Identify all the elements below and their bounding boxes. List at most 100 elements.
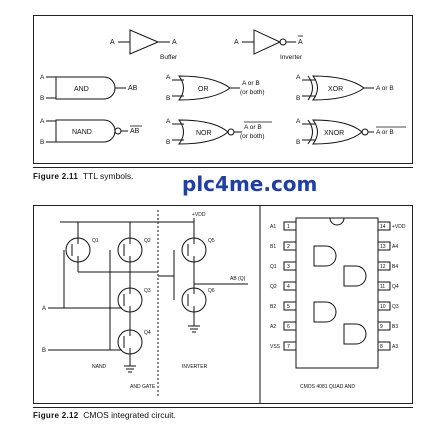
caption-212-number: Figure 2.12 (33, 411, 79, 420)
nand-gate: A B NAND AB (40, 118, 142, 146)
input-b-label: B (42, 348, 46, 354)
and-input-b: B (40, 95, 44, 102)
transistor-q5: Q5 (181, 222, 215, 284)
q6-label: Q6 (208, 288, 215, 294)
q1-label: Q1 (92, 238, 99, 244)
xor-output: A or B (376, 85, 394, 92)
nor-gate: A B NOR A or B (or both) (166, 118, 272, 146)
chip-pin-name: Q1 (270, 264, 277, 270)
q4-label: Q4 (144, 330, 151, 336)
chip-pin-number: 1 (287, 224, 290, 230)
nand-section-label: NAND (92, 364, 107, 370)
ttl-symbols-diagram: A A Buffer A A Inverter A B AND (40, 29, 406, 146)
buffer-caption: Buffer (160, 54, 178, 61)
chip-pin-name: Q4 (392, 284, 399, 290)
chip-pin-13: 13 A4 (377, 241, 398, 251)
chip-pin-3: 3 Q1 (270, 261, 297, 271)
inverter-section-label: INVERTER (182, 364, 208, 370)
nor-name: NOR (196, 130, 212, 137)
cmos-panel: +VDD Q1 Q2 (33, 205, 413, 404)
transistor-q3: Q3 (117, 272, 151, 322)
chip-pin-number: 13 (380, 244, 386, 250)
output-label: AB (Q) (230, 276, 246, 282)
or-name: OR (198, 86, 209, 93)
q3-label: Q3 (144, 288, 151, 294)
caption-212: Figure 2.12 CMOS integrated circuit. (33, 410, 176, 420)
transistor-q1: Q1 (65, 222, 99, 272)
xor-input-a: A (296, 74, 301, 81)
chip-pin-name: A2 (270, 324, 276, 330)
cmos-and-schematic: +VDD Q1 Q2 (42, 210, 248, 396)
and-gate-section-label: AND GATE (130, 384, 156, 390)
or-input-a: A (166, 74, 171, 81)
transistor-q4: Q4 (117, 322, 151, 373)
xor-name: XOR (328, 86, 343, 93)
chip-pin-5: 5B2 (270, 301, 297, 311)
chip-pin-name: B1 (270, 244, 276, 250)
and-name: AND (74, 86, 89, 93)
caption-211-text: TTL symbols. (82, 171, 134, 181)
q2-label: Q2 (144, 238, 151, 244)
vdd-label: +VDD (192, 212, 206, 218)
buffer-output-label: A (172, 39, 177, 46)
caption-rule-211 (33, 167, 413, 168)
chip-pin-number: 8 (380, 344, 383, 350)
chip-pin-9: 9 B3 (377, 321, 398, 331)
chip-pin-4: 4Q2 (270, 281, 297, 291)
chip-pin-2: 2 B1 (270, 241, 297, 251)
cmos-diagram: +VDD Q1 Q2 (42, 206, 406, 403)
chip-pin-number: 14 (380, 224, 386, 230)
nor-input-a: A (166, 118, 171, 125)
input-a-label: A (42, 306, 46, 312)
xor-gate: A B XOR A or B (296, 74, 394, 102)
transistor-q2: Q2 (117, 222, 151, 272)
chip-pin-name: A4 (392, 244, 398, 250)
chip-pin-number: 12 (380, 264, 386, 270)
q5-label: Q5 (208, 238, 215, 244)
chip-pin-name: B4 (392, 264, 398, 270)
chip-pin-number: 11 (380, 284, 385, 290)
chip-label: CMOS 4081 QUAD AND (300, 384, 355, 390)
chip-pin-name: Q3 (392, 304, 399, 310)
xnor-input-a: A (296, 118, 301, 125)
buffer-gate: A A Buffer (110, 29, 178, 61)
chip-pin-name: B3 (392, 324, 398, 330)
ttl-symbols-panel: A A Buffer A A Inverter A B AND (33, 15, 413, 164)
chip-pin-name: VSS (270, 344, 281, 350)
transistor-q6: Q6 (181, 284, 215, 333)
chip-pin-number: 3 (287, 264, 290, 270)
inverter-gate: A A Inverter (234, 29, 303, 61)
or-input-b: B (166, 95, 170, 102)
nand-input-b: B (40, 139, 44, 146)
xor-input-b: B (296, 95, 300, 102)
inverter-input-label: A (234, 39, 239, 46)
nand-name: NAND (72, 129, 92, 136)
or-output-2: (or both) (240, 89, 265, 96)
watermark: plc4me.com (182, 172, 318, 196)
or-gate: A B OR A or B (or both) (166, 74, 265, 102)
chip-pin-number: 7 (287, 344, 290, 350)
chip-pin-number: 6 (287, 324, 290, 330)
caption-211-number: Figure 2.11 (33, 172, 79, 181)
chip-pin-number: 2 (287, 244, 290, 250)
chip-pin-1: 1 A1 (270, 221, 297, 231)
nand-output: AB (130, 128, 140, 135)
chip-pin-14: 14+VDD (377, 221, 406, 231)
buffer-input-label: A (110, 39, 115, 46)
chip-pin-number: 9 (380, 324, 383, 330)
chip-pin-12: 12 B4 (377, 261, 398, 271)
chip-pin-number: 4 (287, 284, 290, 290)
inverter-caption: Inverter (280, 54, 303, 61)
nor-output-2: (or both) (240, 133, 265, 140)
and-input-a: A (40, 74, 45, 81)
xnor-output: A or B (376, 129, 394, 136)
caption-212-text: CMOS integrated circuit. (83, 410, 176, 420)
chip-pin-name: B2 (270, 304, 276, 310)
caption-rule-212 (33, 407, 413, 408)
chip-pin-name: A1 (270, 224, 276, 230)
chip-pin-7: 7 VSS (270, 341, 297, 351)
nor-input-b: B (166, 139, 170, 146)
